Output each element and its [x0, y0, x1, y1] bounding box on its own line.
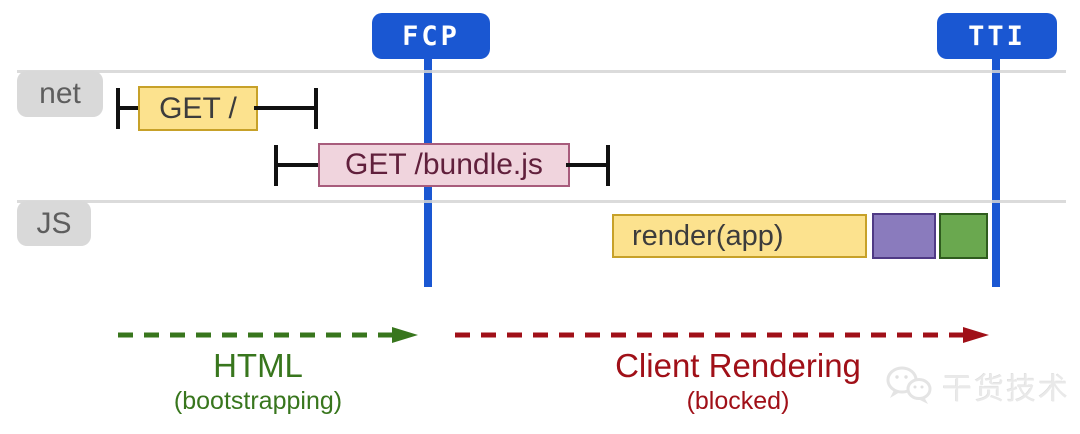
- render-app-task-bar: render(app): [612, 214, 867, 258]
- get-root-request-bar: GET /: [138, 86, 258, 131]
- net-row-divider: [17, 70, 1066, 73]
- watermark: 干货技术: [884, 364, 1070, 408]
- client-rendering-phase-arrow: [455, 327, 989, 343]
- get-bundle-start-whisker: [274, 163, 322, 167]
- client-rendering-phase-subtitle: (blocked): [686, 386, 790, 415]
- client-rendering-phase-title: Client Rendering: [615, 347, 861, 384]
- fcp-badge: FCP: [372, 13, 490, 59]
- tti-marker-line: [992, 57, 1000, 287]
- get-bundle-end-whisker: [566, 163, 610, 167]
- watermark-text: 干货技术: [942, 373, 1070, 406]
- get-root-start-whisker: [116, 106, 142, 110]
- tti-badge: TTI: [937, 13, 1057, 59]
- html-phase-label: HTML (bootstrapping): [108, 347, 408, 416]
- net-row-label: net: [17, 71, 103, 117]
- html-phase-title: HTML: [213, 347, 303, 384]
- get-root-end-whisker: [254, 106, 318, 110]
- js-row-label: JS: [17, 201, 91, 246]
- html-phase-arrow: [118, 327, 418, 343]
- wechat-icon: [886, 366, 932, 404]
- get-bundle-request-bar: GET /bundle.js: [318, 143, 570, 187]
- html-phase-subtitle: (bootstrapping): [173, 386, 343, 415]
- js-task-block-green: [939, 213, 988, 259]
- js-row-divider: [17, 200, 1066, 203]
- get-bundle-end-tick: [606, 145, 610, 186]
- client-rendering-phase-label: Client Rendering (blocked): [588, 347, 888, 416]
- js-task-block-purple: [872, 213, 936, 259]
- get-root-end-tick: [314, 88, 318, 129]
